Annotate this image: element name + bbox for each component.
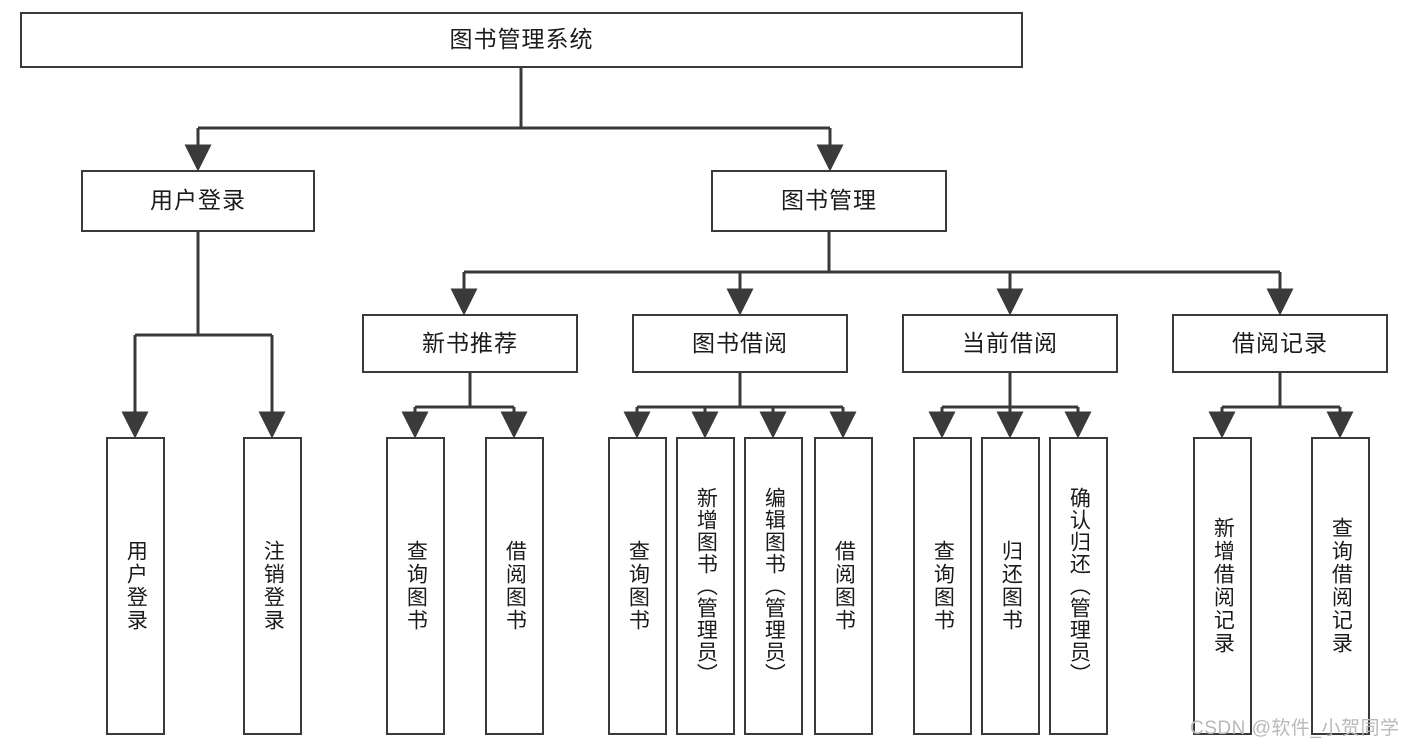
node-new-book-recommend[interactable]: 新书推荐 (362, 314, 578, 373)
node-label: 图书管理 (781, 187, 877, 214)
leaf-borrowrecord-query-record[interactable]: 查询借阅记录 (1311, 437, 1370, 735)
node-label: 图书管理系统 (449, 26, 594, 53)
node-label: 借阅记录 (1232, 329, 1328, 356)
leaf-bookborrow-query-book[interactable]: 查询图书 (608, 437, 667, 735)
node-label: 图书借阅 (692, 329, 788, 356)
node-label: 确认归还（管理员） (1067, 487, 1091, 685)
edges-currentborrow-to-leaves (928, 373, 1092, 439)
node-label: 查询图书 (626, 540, 650, 632)
node-book-management[interactable]: 图书管理 (711, 170, 947, 232)
node-label: 查询图书 (931, 540, 955, 632)
leaf-newbook-query-book[interactable]: 查询图书 (386, 437, 445, 735)
leaf-user-login-logout[interactable]: 注销登录 (243, 437, 302, 735)
node-book-borrow[interactable]: 图书借阅 (632, 314, 848, 373)
node-label: 用户登录 (150, 187, 246, 214)
edges-newbook-to-leaves (401, 373, 528, 439)
leaf-newbook-borrow-book[interactable]: 借阅图书 (485, 437, 544, 735)
edges-bookmgmt-to-level3 (450, 232, 1294, 316)
edges-borrowrecord-to-leaves (1208, 373, 1354, 439)
node-label: 新书推荐 (422, 329, 518, 356)
node-label: 用户登录 (124, 540, 148, 632)
node-label: 当前借阅 (962, 329, 1058, 356)
leaf-bookborrow-add-book[interactable]: 新增图书（管理员） (676, 437, 735, 735)
node-borrow-record[interactable]: 借阅记录 (1172, 314, 1388, 373)
leaf-bookborrow-edit-book[interactable]: 编辑图书（管理员） (744, 437, 803, 735)
node-root-system[interactable]: 图书管理系统 (20, 12, 1023, 68)
node-label: 借阅图书 (503, 540, 527, 632)
node-label: 查询图书 (404, 540, 428, 632)
leaf-user-login-login[interactable]: 用户登录 (106, 437, 165, 735)
edges-bookborrow-to-leaves (623, 373, 857, 439)
leaf-borrowrecord-add-record[interactable]: 新增借阅记录 (1193, 437, 1252, 735)
node-label: 新增借阅记录 (1211, 517, 1235, 655)
edges-root-to-level2 (184, 68, 844, 172)
node-label: 查询借阅记录 (1329, 517, 1353, 655)
node-current-borrow[interactable]: 当前借阅 (902, 314, 1118, 373)
leaf-currentborrow-confirm-return[interactable]: 确认归还（管理员） (1049, 437, 1108, 735)
node-user-login[interactable]: 用户登录 (81, 170, 315, 232)
leaf-currentborrow-return-book[interactable]: 归还图书 (981, 437, 1040, 735)
leaf-currentborrow-query-book[interactable]: 查询图书 (913, 437, 972, 735)
edges-userlogin-to-leaves (121, 232, 286, 439)
node-label: 新增图书（管理员） (694, 487, 718, 685)
node-label: 借阅图书 (832, 540, 856, 632)
node-label: 归还图书 (999, 540, 1023, 632)
node-label: 编辑图书（管理员） (762, 487, 786, 685)
node-label: 注销登录 (261, 540, 285, 632)
leaf-bookborrow-borrow-book[interactable]: 借阅图书 (814, 437, 873, 735)
